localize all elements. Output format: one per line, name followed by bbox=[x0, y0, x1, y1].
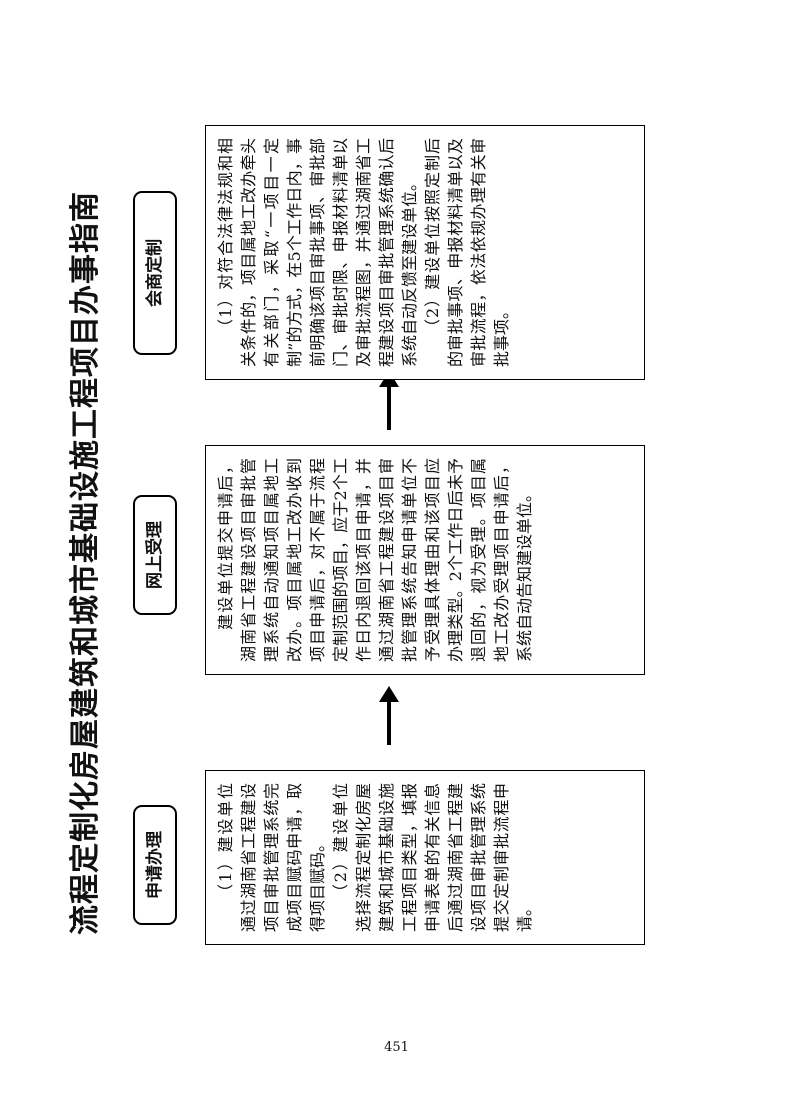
flow-arrow-2 bbox=[387, 385, 391, 430]
step-label-consult-customize: 会商定制 bbox=[133, 191, 177, 355]
step-consult-paragraph-1: （1）对符合法律法规和相关条件的，项目属地工改办牵头有关部门，采取“一项目一定制… bbox=[216, 138, 419, 367]
step-online-accept-paragraph-1: 建设单位提交申请后，湖南省工程建设项目审批管理系统自动通知项目属地工改办。项目属… bbox=[216, 458, 534, 662]
page-title: 流程定制化房屋建筑和城市基础设施工程项目办事指南 bbox=[68, 191, 103, 935]
step-text-consult-customize: （1）对符合法律法规和相关条件的，项目属地工改办牵头有关部门，采取“一项目一定制… bbox=[205, 125, 645, 380]
page-number: 451 bbox=[384, 1040, 409, 1055]
step-label-apply: 申请办理 bbox=[133, 805, 177, 925]
flow-arrow-1 bbox=[387, 700, 391, 745]
step-apply-paragraph-1: （1）建设单位通过湖南省工程建设项目审批管理系统完成项目赋码申请，取得项目赋码。 bbox=[216, 783, 327, 932]
step-label-online-accept: 网上受理 bbox=[133, 495, 177, 615]
step-apply-paragraph-2: （2）建设单位选择流程定制化房屋建筑和城市基础设施工程项目类型，填报申请表单的有… bbox=[331, 783, 534, 932]
step-text-apply: （1）建设单位通过湖南省工程建设项目审批管理系统完成项目赋码申请，取得项目赋码。… bbox=[205, 770, 645, 945]
step-text-online-accept: 建设单位提交申请后，湖南省工程建设项目审批管理系统自动通知项目属地工改办。项目属… bbox=[205, 445, 645, 675]
step-consult-paragraph-2: （2）建设单位按照定制后的审批事项、申报材料清单以及审批流程，依法依规办理有关审… bbox=[423, 138, 511, 367]
